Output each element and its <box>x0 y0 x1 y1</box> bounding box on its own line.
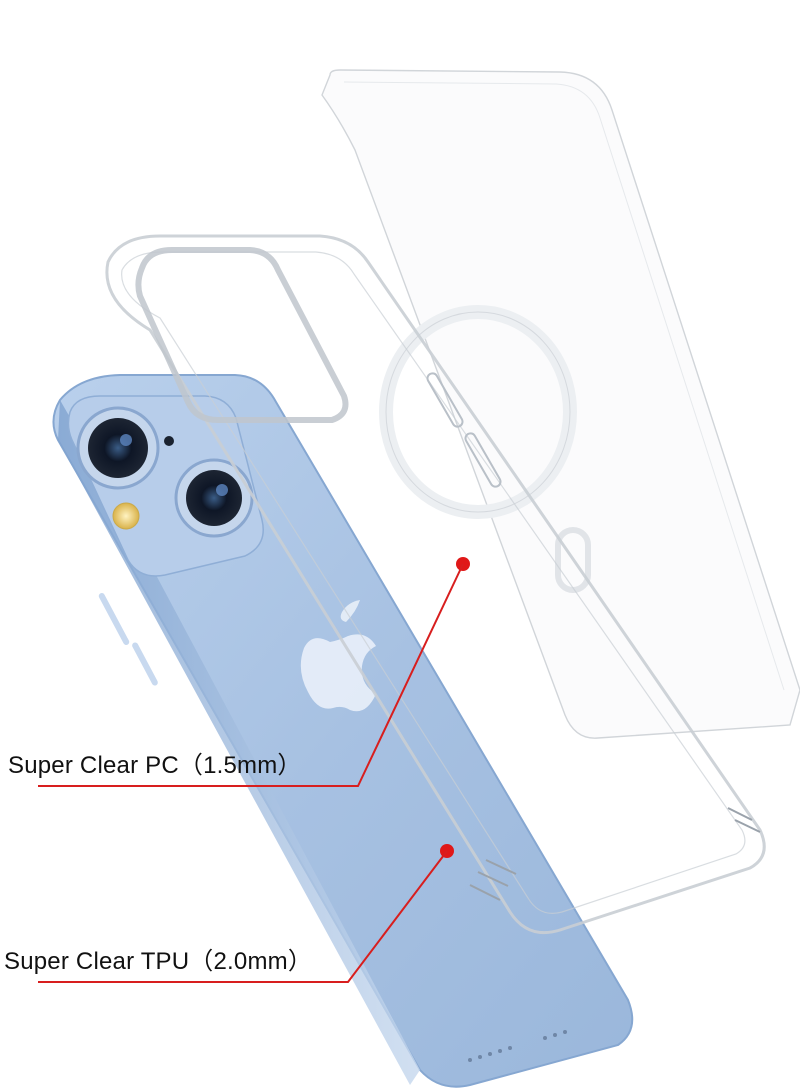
magsafe-ring-icon <box>379 305 591 593</box>
callout-tpu <box>38 844 454 983</box>
button-cover-2 <box>464 432 502 488</box>
speaker-grille <box>468 1030 567 1062</box>
camera-cutout <box>135 247 349 423</box>
volume-button <box>98 593 130 645</box>
phone-body <box>52 374 634 1088</box>
tpu-layer-label: Super Clear TPU（2.0mm） <box>4 948 313 975</box>
case-back-plate <box>321 69 800 739</box>
case-frame <box>105 234 766 935</box>
callout-pc <box>38 557 470 787</box>
volume-button-2 <box>132 642 158 686</box>
microphone-icon <box>164 436 174 446</box>
apple-logo-icon <box>300 600 376 712</box>
button-cover <box>426 372 464 428</box>
pc-layer-label: Super Clear PC（1.5mm） <box>8 752 302 779</box>
flash-icon <box>112 502 140 530</box>
camera-module <box>67 395 264 577</box>
